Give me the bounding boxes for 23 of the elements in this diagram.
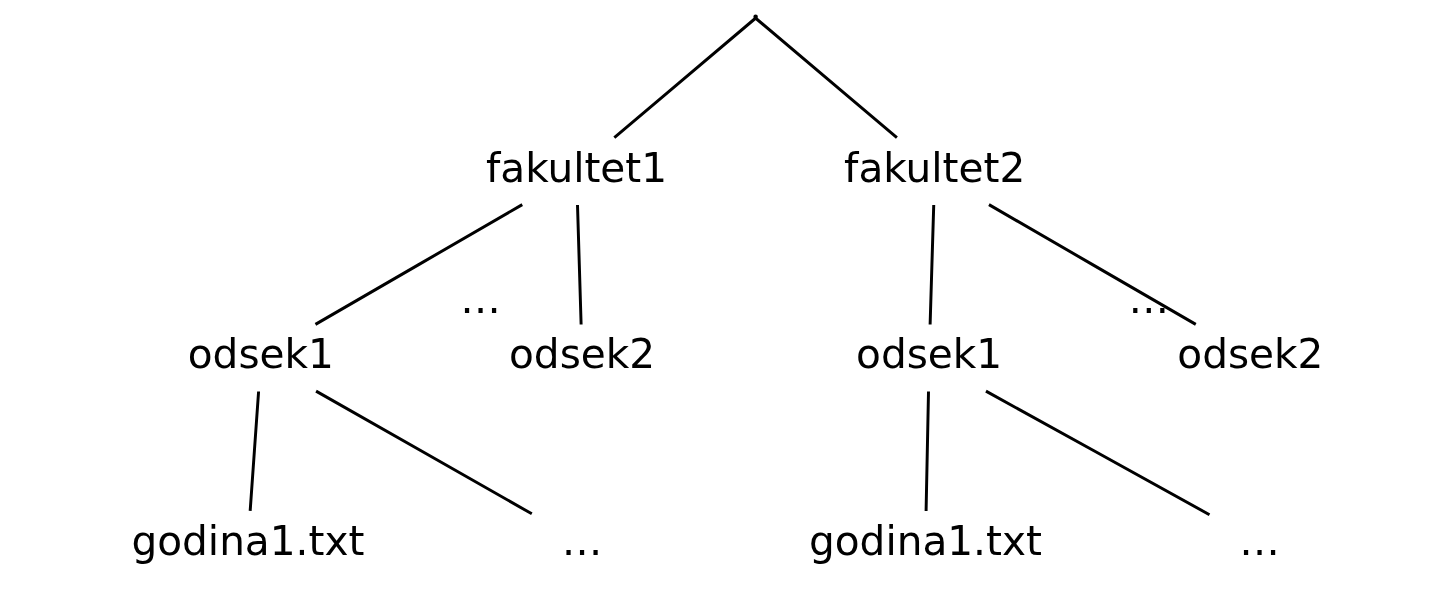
node-text: odsek2: [1176, 330, 1323, 379]
connector: [248, 391, 260, 512]
connector: [924, 391, 930, 511]
node-text: odsek1: [187, 330, 334, 379]
node-point: [752, 14, 758, 20]
connector: [612, 17, 756, 139]
node-label: …: [459, 274, 501, 323]
node-label: …: [1128, 274, 1169, 323]
node-text: …: [561, 516, 602, 565]
connector: [314, 389, 533, 516]
node-text: godina1.txt: [130, 516, 364, 565]
connector: [987, 203, 1196, 326]
node-text: …: [1238, 516, 1280, 565]
node-text: odsek1: [855, 330, 1002, 379]
connector: [575, 205, 583, 325]
node-text: fakultet2: [843, 143, 1025, 192]
connector: [754, 17, 898, 139]
node-text: fakultet1: [485, 143, 667, 192]
connector: [928, 205, 935, 325]
connector: [314, 203, 523, 326]
node-text: godina1.txt: [808, 516, 1042, 565]
node-text: odsek2: [508, 330, 655, 379]
connector: [984, 389, 1210, 516]
